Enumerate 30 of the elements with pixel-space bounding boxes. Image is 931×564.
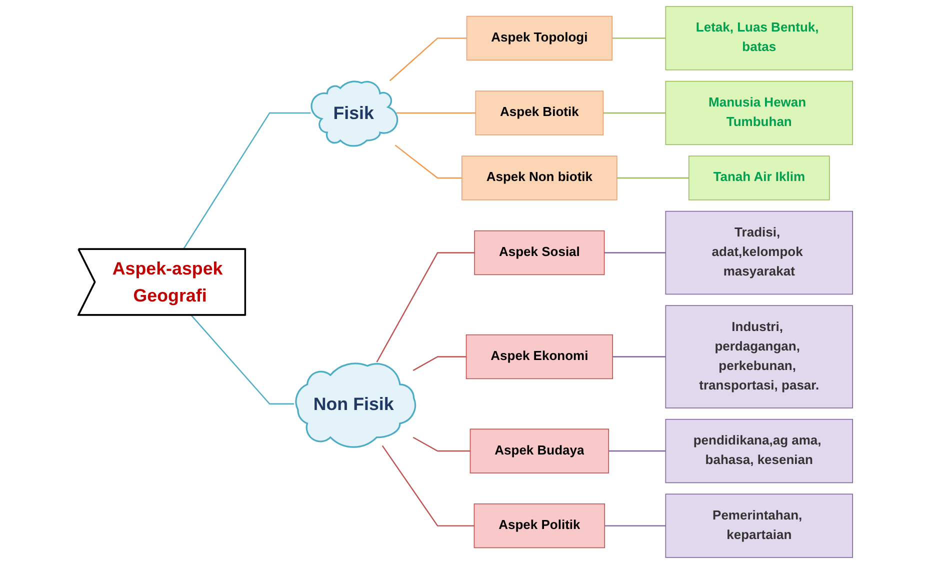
node-box (665, 80, 853, 146)
connector (394, 144, 462, 179)
node-box (665, 210, 853, 295)
node-box (688, 156, 830, 200)
connector (616, 177, 689, 179)
node-box (665, 305, 853, 408)
node-box (470, 428, 610, 474)
connector (412, 356, 466, 371)
connector (612, 356, 666, 358)
node-box (466, 16, 612, 61)
connector (412, 436, 470, 452)
connector (182, 112, 311, 250)
connector (612, 38, 666, 39)
connector (190, 314, 294, 404)
node-box (665, 418, 853, 484)
connector (603, 112, 666, 114)
node-box (462, 156, 618, 200)
node-box (475, 90, 604, 136)
connector (604, 252, 666, 254)
connector (389, 38, 467, 82)
connector (604, 525, 666, 526)
connector (396, 112, 476, 114)
node-box (665, 494, 853, 558)
node-box (665, 6, 853, 70)
node-box (474, 230, 605, 276)
connector (382, 445, 474, 526)
node-box (474, 503, 606, 548)
connector (376, 252, 475, 362)
node-box (466, 334, 613, 380)
connector (608, 450, 666, 452)
